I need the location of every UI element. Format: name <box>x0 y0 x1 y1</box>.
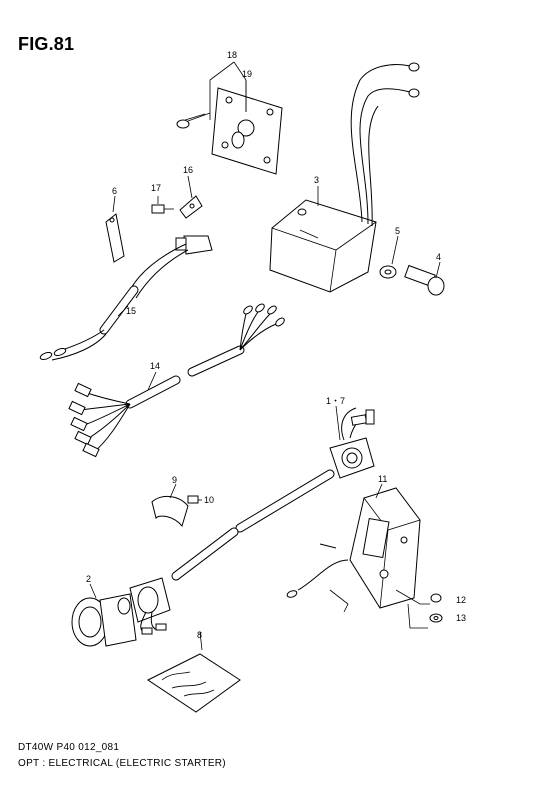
harness-14 <box>68 303 285 458</box>
screw-and-washer <box>429 593 443 623</box>
callout-4: 4 <box>436 252 441 262</box>
harness-15 <box>39 235 213 361</box>
callout-1-7: 1・7 <box>326 396 345 406</box>
figure-title: FIG.81 <box>18 34 75 54</box>
callout-10: 10 <box>204 495 214 505</box>
callout-19: 19 <box>242 69 252 79</box>
callout-3: 3 <box>314 175 319 185</box>
bolt-and-washer <box>379 235 445 296</box>
callout-12: 12 <box>456 595 466 605</box>
main-switch-harness <box>171 405 375 581</box>
relay-unit <box>269 62 420 293</box>
callout-15: 15 <box>126 306 136 316</box>
parts-bag <box>147 631 241 713</box>
callout-2: 2 <box>86 574 91 584</box>
callout-13: 13 <box>456 613 466 623</box>
ignition-switch <box>71 577 171 647</box>
callout-11: 11 <box>378 474 387 484</box>
switch-plate-assembly <box>176 61 283 175</box>
callout-9: 9 <box>172 475 177 485</box>
callout-16: 16 <box>183 165 193 175</box>
figure-code: DT40W P40 012_081 <box>18 742 120 753</box>
remote-control-box <box>286 483 430 629</box>
callout-18: 18 <box>227 50 237 60</box>
cable-clamp <box>151 483 202 528</box>
callout-5: 5 <box>395 226 400 236</box>
callout-6: 6 <box>112 186 117 196</box>
figure-caption: OPT : ELECTRICAL (ELECTRIC STARTER) <box>18 758 226 769</box>
callout-8: 8 <box>197 630 202 640</box>
callout-17: 17 <box>151 183 161 193</box>
callout-14: 14 <box>150 361 160 371</box>
clamp-and-stay <box>105 175 203 263</box>
